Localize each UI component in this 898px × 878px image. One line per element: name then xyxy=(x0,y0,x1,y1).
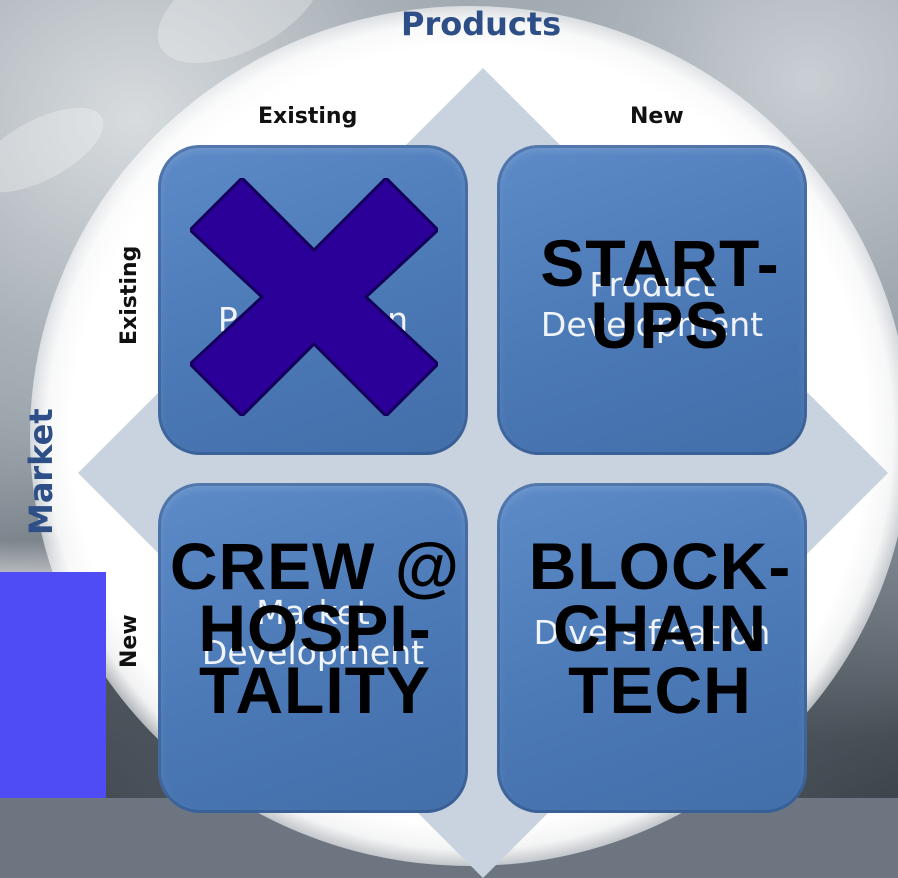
market-axis-title: Market xyxy=(22,408,60,535)
quadrant-diversification: Diversification xyxy=(497,483,807,813)
quadrant-product-development: Product Development xyxy=(497,145,807,455)
quadrant-label: Market Development xyxy=(201,593,425,672)
quadrant-label: Product Development xyxy=(540,265,764,344)
blockchain-tech-overlay-text: BLOCK- CHAIN TECH xyxy=(528,529,792,727)
quadrant-market-development: Market Development xyxy=(158,483,468,813)
cross-out-icon xyxy=(190,178,438,416)
crew-hospitality-overlay-text: CREW @ HOSPI- TALITY xyxy=(169,529,461,727)
column-label-existing: Existing xyxy=(258,104,358,129)
row-label-existing: Existing xyxy=(117,245,142,345)
side-blue-box xyxy=(0,572,106,798)
row-label-new: New xyxy=(117,614,142,668)
startups-overlay-text: START- UPS xyxy=(540,226,780,362)
quadrant-label: Diversification xyxy=(533,613,771,652)
column-label-new: New xyxy=(630,104,684,129)
products-axis-title: Products xyxy=(401,5,562,43)
